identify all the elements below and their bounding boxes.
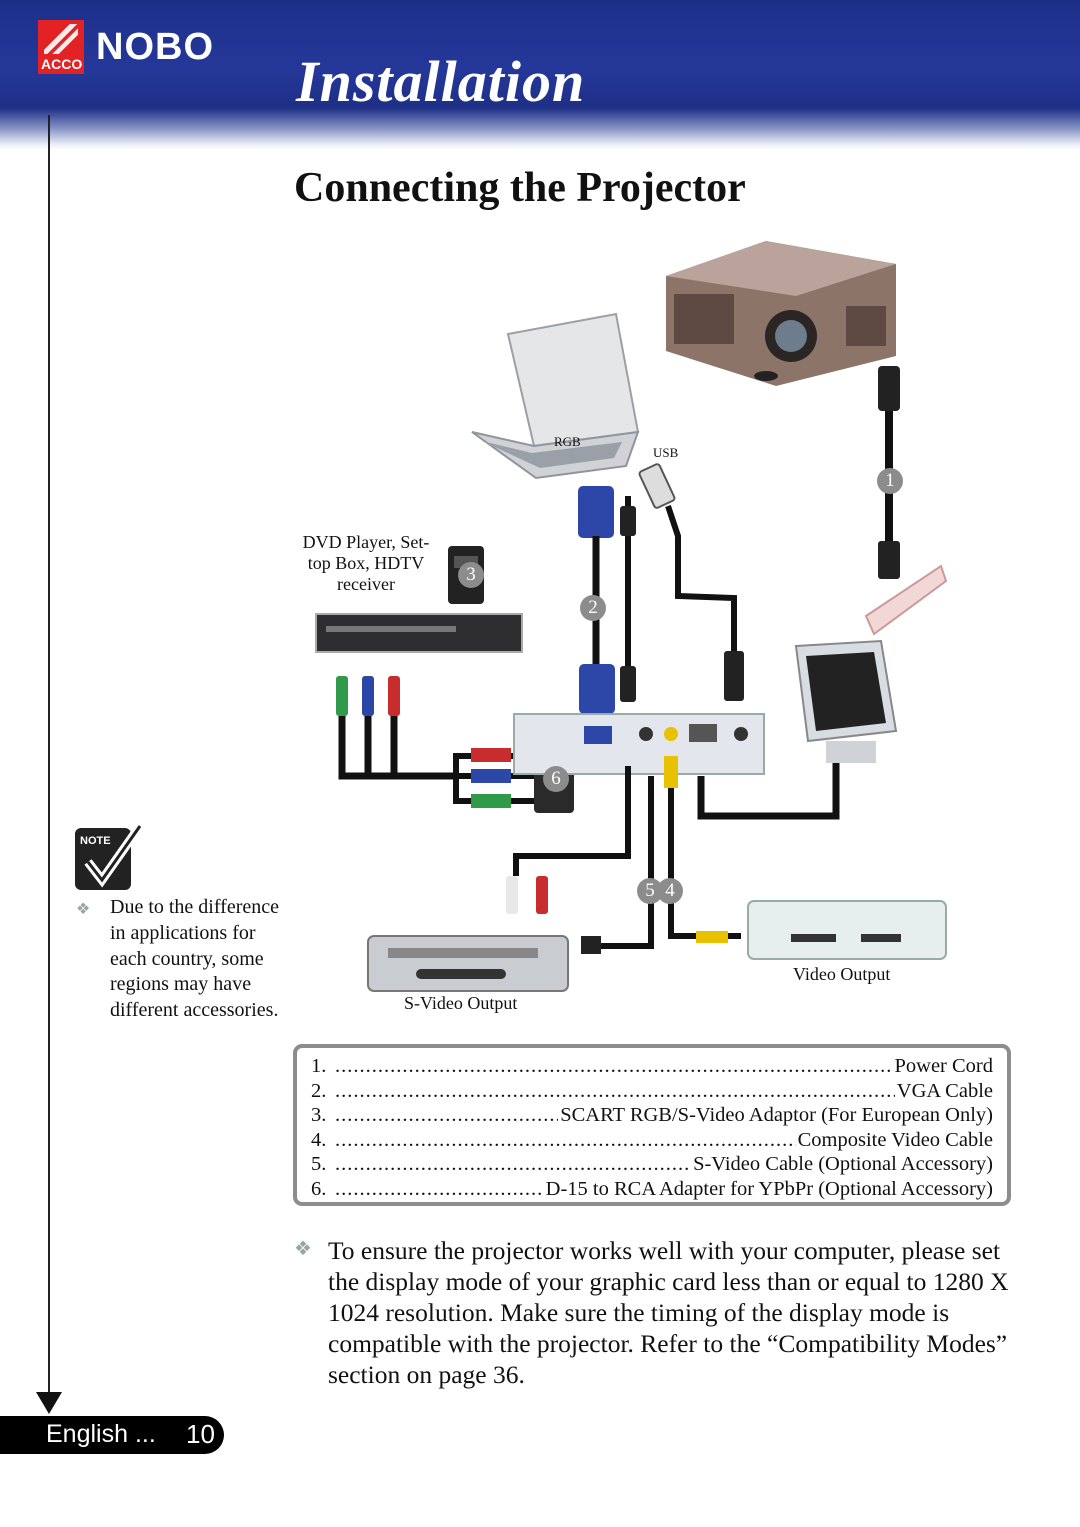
section-title: Installation bbox=[296, 49, 586, 114]
vga-cable-icon bbox=[578, 486, 636, 714]
connection-diagram: DVD Player, Set-top Box, HDTV receiver R… bbox=[296, 236, 976, 1036]
cable-legend: 1.Power Cord 2.VGA Cable 3.SCART RGB/S-V… bbox=[293, 1044, 1011, 1206]
page-header: ACCO NOBO Installation bbox=[0, 0, 1080, 150]
dvd-player-icon bbox=[315, 613, 523, 653]
svideo-source-icon bbox=[367, 935, 569, 992]
note-checkmark-icon: NOTE bbox=[75, 823, 144, 890]
legend-row: 2.VGA Cable bbox=[311, 1079, 993, 1103]
input-panel-icon bbox=[513, 713, 765, 775]
page-number: 10 bbox=[186, 1419, 215, 1449]
power-cord-icon bbox=[864, 366, 948, 636]
usb-label: USB bbox=[653, 445, 679, 460]
marker-6: 6 bbox=[543, 766, 569, 792]
legend-row: 3.SCART RGB/S-Video Adaptor (For Europea… bbox=[311, 1103, 993, 1127]
header-band bbox=[0, 0, 1080, 150]
svg-text:NOTE: NOTE bbox=[80, 835, 111, 847]
legend-row: 6.D-15 to RCA Adapter for YPbPr (Optiona… bbox=[311, 1177, 993, 1201]
rgb-label: RGB bbox=[554, 434, 581, 449]
monitor-icon bbox=[697, 639, 898, 820]
down-arrow-icon bbox=[36, 1392, 62, 1414]
page-title: Connecting the Projector bbox=[294, 165, 746, 211]
legend-row: 1.Power Cord bbox=[311, 1054, 993, 1078]
dvd-player-label: DVD Player, Set-top Box, HDTV receiver bbox=[302, 532, 430, 594]
note-text: Due to the difference in applications fo… bbox=[110, 896, 279, 1022]
av-cables-icon bbox=[506, 756, 741, 954]
legend-row: 4.Composite Video Cable bbox=[311, 1128, 993, 1152]
usb-cable-icon bbox=[638, 463, 744, 701]
svideo-output-label: S-Video Output bbox=[404, 993, 518, 1013]
connection-diagram-art bbox=[315, 241, 948, 992]
tip-text: To ensure the projector works well with … bbox=[328, 1236, 1009, 1389]
marker-5: 5 bbox=[637, 878, 663, 904]
note-bullet-icon: ❖ bbox=[76, 901, 91, 918]
brand-name: NOBO bbox=[96, 26, 214, 68]
page-footer: English ... 10 bbox=[0, 1416, 224, 1454]
tip-bullet-icon: ❖ bbox=[294, 1238, 312, 1260]
projector-icon bbox=[666, 241, 896, 386]
video-source-icon bbox=[747, 900, 947, 960]
margin-rule bbox=[48, 115, 50, 1395]
footer-language: English ... bbox=[46, 1420, 156, 1448]
video-output-label: Video Output bbox=[793, 964, 891, 984]
legend-row: 5.S-Video Cable (Optional Accessory) bbox=[311, 1152, 993, 1176]
acco-logo-icon: ACCO bbox=[38, 20, 84, 74]
acco-text: ACCO bbox=[41, 56, 83, 72]
marker-2: 2 bbox=[580, 595, 606, 621]
marker-3: 3 bbox=[458, 562, 484, 588]
laptop-icon bbox=[471, 312, 640, 480]
marker-1: 1 bbox=[877, 468, 903, 494]
